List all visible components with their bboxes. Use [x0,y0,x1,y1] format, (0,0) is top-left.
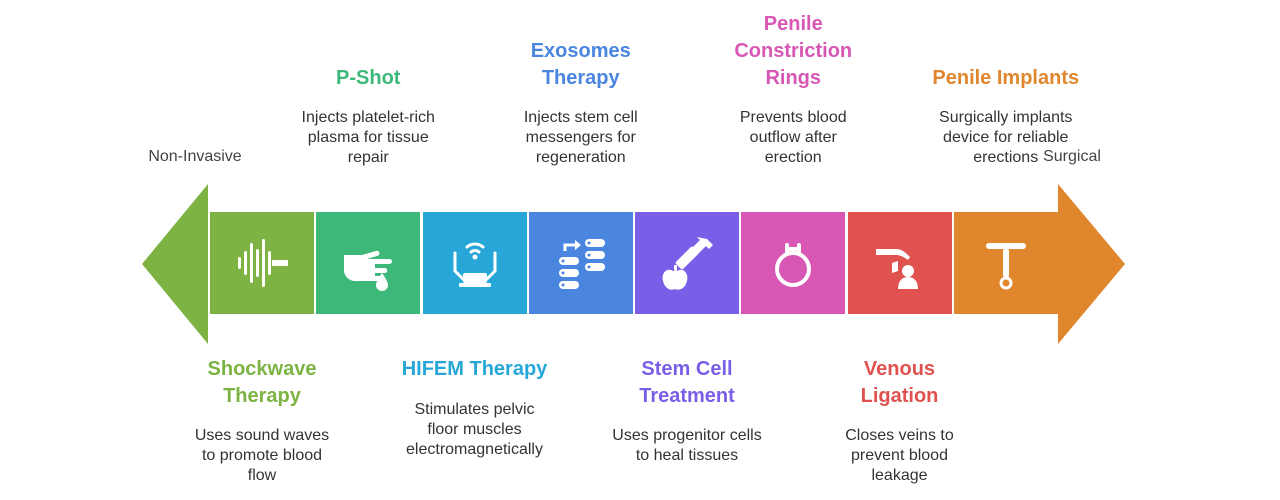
surgical-label: Surgical [1043,148,1101,165]
segment-penile-constriction-rings [741,212,846,314]
desc-stem-cell-treatment: Uses progenitor cells to heal tissues [612,427,762,464]
title-shockwave-therapy: Shockwave Therapy [207,358,317,407]
desc-penile-implants: Surgically implants device for reliable … [939,109,1073,166]
segment-exosomes-therapy [528,212,633,314]
segment-stem-cell-treatment [635,212,739,314]
right-arrowhead [1058,184,1125,344]
title-exosomes-therapy: Exosomes Therapy [530,40,631,89]
desc-p-shot: Injects platelet-rich plasma for tissue … [301,109,435,166]
non-invasive-label: Non-Invasive [148,148,242,165]
sound-wave-icon [238,239,288,287]
segment-shockwave-therapy [210,212,314,314]
desc-hifem-therapy: Stimulates pelvic floor muscles electrom… [406,401,543,458]
hand-drop-icon [344,250,393,291]
desc-shockwave-therapy: Uses sound waves to promote blood flow [194,427,330,484]
segment-penile-implants [953,212,1058,314]
wireless-device-icon [453,242,496,287]
data-transfer-icon [558,239,605,289]
title-stem-cell-treatment: Stem Cell Treatment [639,358,735,407]
ring-icon [775,243,812,287]
desc-venous-ligation: Closes veins to prevent blood leakage [845,427,954,484]
title-p-shot: P-Shot [336,67,401,89]
segment-hifem-therapy [422,212,527,314]
title-venous-ligation: Venous Ligation [860,358,939,407]
hand-person-icon [875,249,918,289]
left-arrowhead [142,184,208,344]
title-penile-constriction-rings: Penile Constriction Rings [734,13,853,89]
segment-venous-ligation [847,212,952,314]
implant-device-icon [985,243,1026,290]
desc-exosomes-therapy: Injects stem cell messengers for regener… [523,109,638,166]
title-penile-implants: Penile Implants [932,67,1080,89]
syringe-apple-icon [662,237,713,290]
title-hifem-therapy: HIFEM Therapy [401,358,548,380]
segment-p-shot [316,212,421,314]
desc-penile-constriction-rings: Prevents blood outflow after erection [739,109,847,166]
